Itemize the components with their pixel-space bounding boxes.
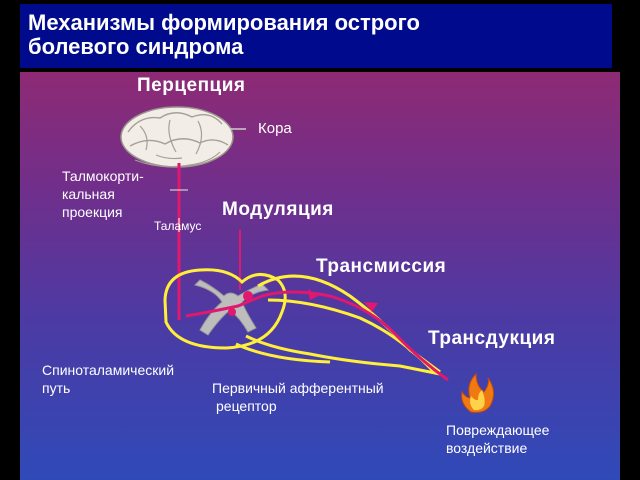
afferent-receptor-label-1: Первичный афферентный [212,380,384,396]
modulation-label: Модуляция [222,199,334,220]
brain-icon [120,106,234,168]
damage-label-1: Повреждающее [446,422,550,438]
slide-title-line-2: болевого синдрома [28,34,244,59]
transmission-label: Трансмиссия [316,256,447,277]
thalamocortical-label-3: проекция [62,204,123,220]
afferent-receptor-label-2: рецептор [216,398,277,414]
slide-title-line-1: Механизмы формирования острого [28,10,420,35]
cortex-label: Кора [258,120,292,137]
nerve-roots [235,274,441,376]
thalamocortical-label-2: кальная [62,186,115,202]
flame-icon [461,372,494,413]
spinothalamic-label-1: Спиноталамический [42,362,175,378]
thalamus-label: Таламус [154,219,202,233]
thalamocortical-label-1: Талмокорти- [62,168,144,184]
afferent-pathway [185,289,449,382]
diagram-area [20,72,620,480]
spinothalamic-label-2: путь [42,380,71,396]
perception-label: Перцепция [137,75,246,96]
transduction-label: Трансдукция [428,328,556,349]
title-bar: Механизмы формирования острого болевого … [20,4,612,68]
damage-label-2: воздействие [446,440,528,456]
